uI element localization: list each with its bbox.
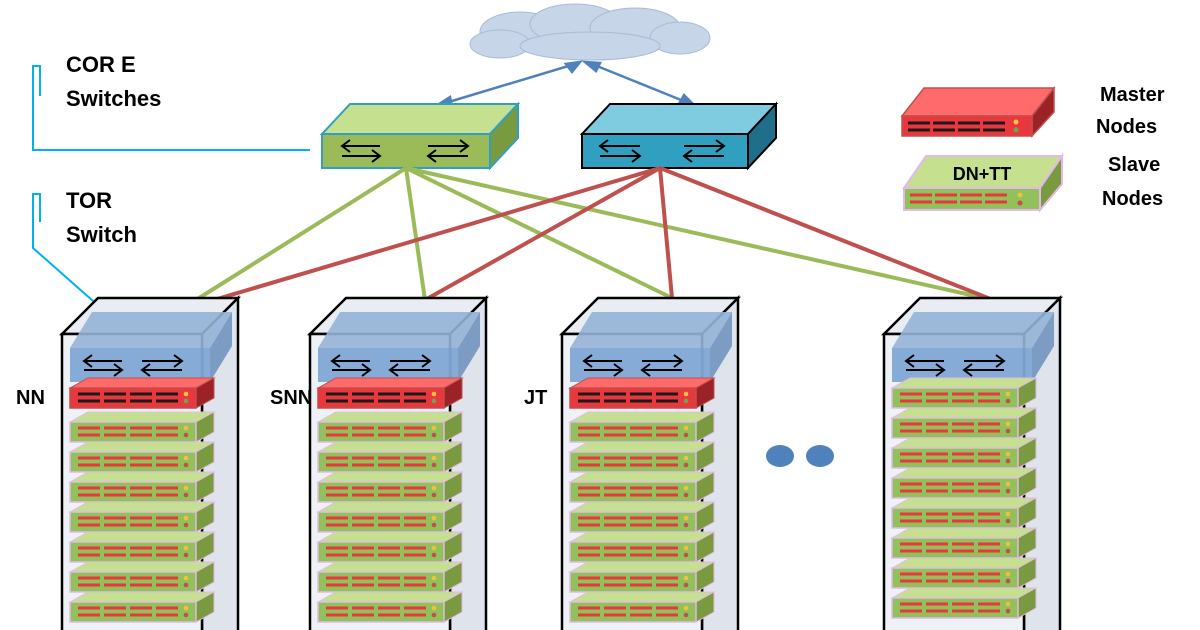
tor-switch (892, 312, 1054, 382)
slave-node (68, 471, 216, 503)
master-node (68, 377, 216, 409)
uplinks-green (178, 166, 994, 312)
legend-master-node-icon (900, 85, 1056, 138)
rack-jt (558, 294, 742, 630)
master-node (316, 377, 464, 409)
slave-node (568, 501, 716, 533)
slave-node (316, 591, 464, 623)
rack-nn (58, 294, 242, 630)
slave-node (68, 591, 216, 623)
slave-node (568, 471, 716, 503)
master-node (568, 377, 716, 409)
rack-snn (306, 294, 490, 630)
slave-node (568, 411, 716, 443)
core-switch-right (579, 101, 779, 171)
cloud-icon (469, 3, 711, 61)
tor-label-line1: TOR (66, 188, 112, 213)
core-switch-left (319, 101, 521, 171)
racks (58, 294, 1064, 630)
cloud-core-arrows (432, 60, 698, 109)
ellipsis-dots (766, 445, 834, 467)
legend-master-line1: Master (1100, 84, 1165, 106)
uplinks-red (179, 166, 994, 312)
legend-slave-line1: Slave (1108, 154, 1160, 176)
slave-node (68, 561, 216, 593)
slave-node (68, 441, 216, 473)
core-label-line1: COR E (66, 52, 136, 77)
tor-label-line2: Switch (66, 222, 137, 247)
tor-switch (570, 312, 732, 382)
slave-node (568, 591, 716, 623)
slave-node (890, 497, 1038, 529)
slave-node (890, 527, 1038, 559)
slave-node (568, 561, 716, 593)
rack-label-nn: NN (16, 387, 45, 409)
legend-master-line2: Nodes (1096, 116, 1157, 138)
slave-node (890, 587, 1038, 619)
slave-node (68, 411, 216, 443)
legend-slave-line2: Nodes (1102, 188, 1163, 210)
slave-node (890, 377, 1038, 409)
rack-label-snn: SNN (270, 387, 312, 409)
slave-node (68, 531, 216, 563)
slave-node (316, 531, 464, 563)
slave-node (890, 407, 1038, 439)
tor-switch (70, 312, 232, 382)
slave-node (68, 501, 216, 533)
slave-node (316, 561, 464, 593)
core-bracket (32, 65, 310, 151)
core-label-line2: Switches (66, 86, 161, 111)
legend-slave-badge: DN+TT (953, 164, 1012, 184)
slave-node (316, 411, 464, 443)
legend-slave-node-icon (902, 152, 1064, 213)
slave-node (890, 557, 1038, 589)
slave-node (316, 441, 464, 473)
rack-last (880, 294, 1064, 630)
slave-node (890, 467, 1038, 499)
slave-node (316, 471, 464, 503)
rack-label-jt: JT (524, 387, 547, 409)
tor-switch (318, 312, 480, 382)
tor-bracket (32, 193, 111, 317)
slave-node (890, 437, 1038, 469)
slave-node (316, 501, 464, 533)
slave-node (568, 441, 716, 473)
slave-node (568, 531, 716, 563)
